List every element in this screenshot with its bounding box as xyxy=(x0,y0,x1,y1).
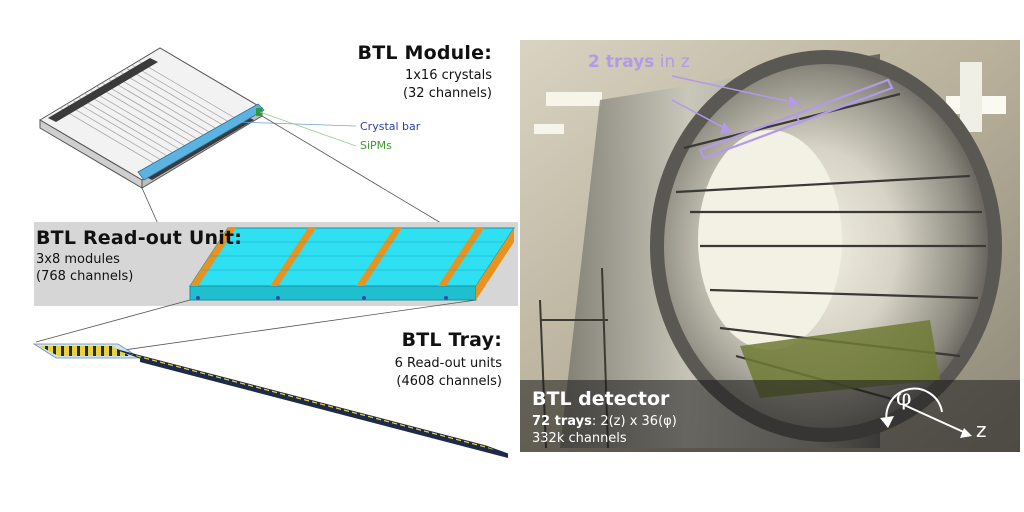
caption-overlay xyxy=(520,380,1020,452)
sipms-label: SiPMs xyxy=(360,139,392,152)
zoom-line xyxy=(261,115,457,233)
crystal-bar-pointer xyxy=(237,121,357,127)
tray-title: BTL Tray: xyxy=(401,329,502,351)
detector-title: BTL detector xyxy=(532,388,670,410)
tray-units: 6 Read-out units xyxy=(394,356,502,371)
tray-channels: (4608 channels) xyxy=(396,374,502,389)
trays-in-z-label: 2 trays in z xyxy=(588,52,690,72)
crystal-bar-label: Crystal bar xyxy=(360,120,421,133)
sipm-pointer xyxy=(259,111,357,147)
detector-photo xyxy=(520,40,1020,452)
zoom-line xyxy=(123,299,477,351)
readout-unit-drawing xyxy=(189,227,515,301)
z-symbol: z xyxy=(976,418,987,442)
zoom-line xyxy=(35,299,191,343)
module-crystals: 1x16 crystals xyxy=(404,68,492,83)
module-channels: (32 channels) xyxy=(402,86,492,101)
module-drawing xyxy=(39,47,265,189)
trays-in-z-count: 2 trays xyxy=(588,52,655,72)
trays-in-z-rest: in z xyxy=(654,52,690,72)
readout-unit-title: BTL Read-out Unit: xyxy=(36,227,243,249)
module-title: BTL Module: xyxy=(357,42,492,64)
readout-unit-channels: (768 channels) xyxy=(36,269,134,284)
detector-channels: 332k channels xyxy=(532,431,627,446)
detector-trays: 72 trays: 2(z) x 36(φ) xyxy=(532,414,677,430)
detector-trays-layout: : 2(z) x 36(φ) xyxy=(591,414,677,429)
readout-unit-modules: 3x8 modules xyxy=(36,252,120,267)
tray-drawing xyxy=(32,343,509,458)
detector-trays-count: 72 trays xyxy=(532,414,592,429)
phi-symbol: φ xyxy=(896,386,912,411)
